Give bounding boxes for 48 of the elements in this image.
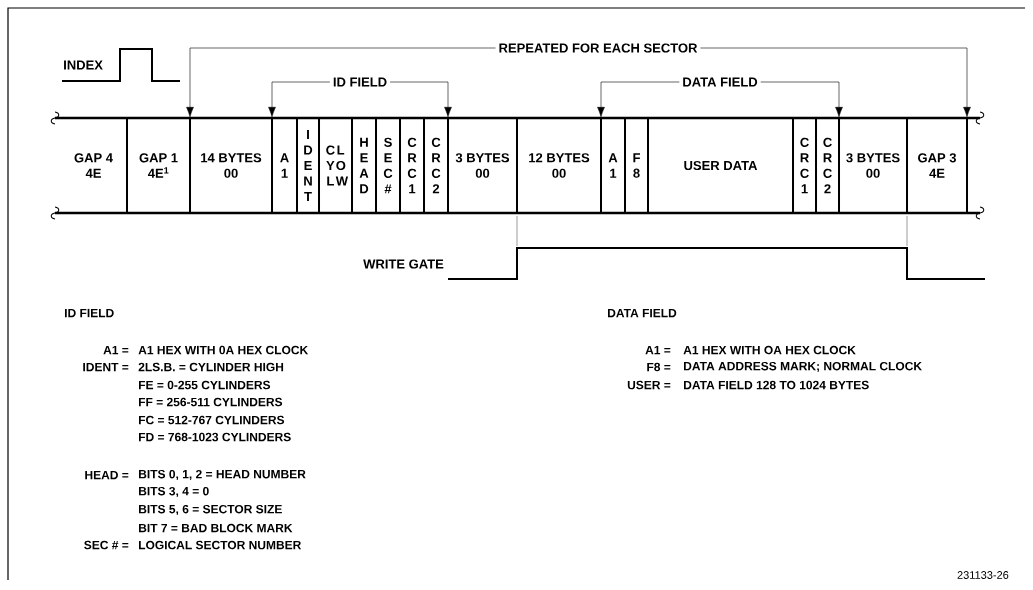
track-cell: C R C 2 — [423, 117, 449, 214]
legend-text: FE = 0-255 CYLINDERS — [139, 380, 271, 390]
legend-text: BITS 5, 6 = SECTOR SIZE — [139, 504, 282, 516]
track-cell: GAP 1 4E$^{1}$ — [126, 117, 191, 214]
figure-number: 231133-26 — [957, 571, 1009, 579]
track-cell: GAP 3 4E — [906, 117, 968, 214]
track-cell: I D E N T — [296, 117, 320, 214]
legend-text: DATA ADDRESS MARK; NORMAL CLOCK — [684, 361, 922, 373]
track-cell: 12 BYTES 00 — [516, 117, 602, 214]
legend-text: 2LS.B. = CYLINDER HIGH — [138, 362, 284, 372]
track-cell: C R C 2 — [815, 117, 840, 214]
span-label: ID FIELD — [329, 76, 391, 88]
legend-key: A1 = — [645, 345, 671, 355]
track-cell: 14 BYTES 00 — [189, 117, 273, 214]
legend-heading: ID FIELD — [65, 308, 114, 318]
legend-key: F8 = — [647, 362, 671, 372]
signal-label: INDEX — [64, 60, 103, 70]
track-cell: C R C 1 — [399, 117, 425, 214]
track-cell: GAP 4 4E — [74, 153, 113, 178]
legend-key: A1 = — [103, 345, 129, 355]
legend-text: LOGICAL SECTOR NUMBER — [139, 540, 302, 550]
track-cell: F 8 — [624, 117, 649, 214]
track-cell: S E C # — [375, 117, 401, 214]
track-cell: C R C 1 — [792, 117, 817, 214]
legend-heading: DATA FIELD — [608, 308, 677, 318]
legend-text: FD = 768-1023 CYLINDERS — [139, 432, 291, 442]
span-label: DATA FIELD — [679, 76, 761, 88]
legend-key: SEC # = — [84, 540, 129, 550]
legend-text: FF = 256-511 CYLINDERS — [139, 397, 283, 407]
legend-text: FC = 512-767 CYLINDERS — [139, 415, 285, 425]
span-label: REPEATED FOR EACH SECTOR — [495, 42, 701, 54]
track-cell: H E A D — [351, 117, 377, 214]
legend-text: BITS 3, 4 = 0 — [139, 486, 209, 498]
track-cell: USER DATA — [647, 117, 794, 214]
legend-text: BITS 0, 1, 2 = HEAD NUMBER — [139, 469, 306, 481]
legend-key: HEAD = — [85, 470, 129, 480]
track-cell: A 1 — [271, 117, 298, 214]
track-cell: 3 BYTES 00 — [838, 117, 908, 214]
legend-key: IDENT = — [83, 362, 129, 372]
track-cell: 3 BYTES 00 — [447, 117, 518, 214]
track-cell: C Y L L O W — [318, 117, 353, 214]
track-cell: A 1 — [600, 117, 626, 214]
legend-text: BIT 7 = BAD BLOCK MARK — [139, 523, 293, 533]
legend-text: A1 HEX WITH 0A HEX CLOCK — [138, 345, 309, 355]
signal-label: WRITE GATE — [363, 259, 444, 269]
legend-key: USER = — [627, 380, 671, 390]
legend-text: A1 HEX WITH OA HEX CLOCK — [683, 345, 856, 355]
legend-text: DATA FIELD 128 TO 1024 BYTES — [684, 380, 869, 390]
